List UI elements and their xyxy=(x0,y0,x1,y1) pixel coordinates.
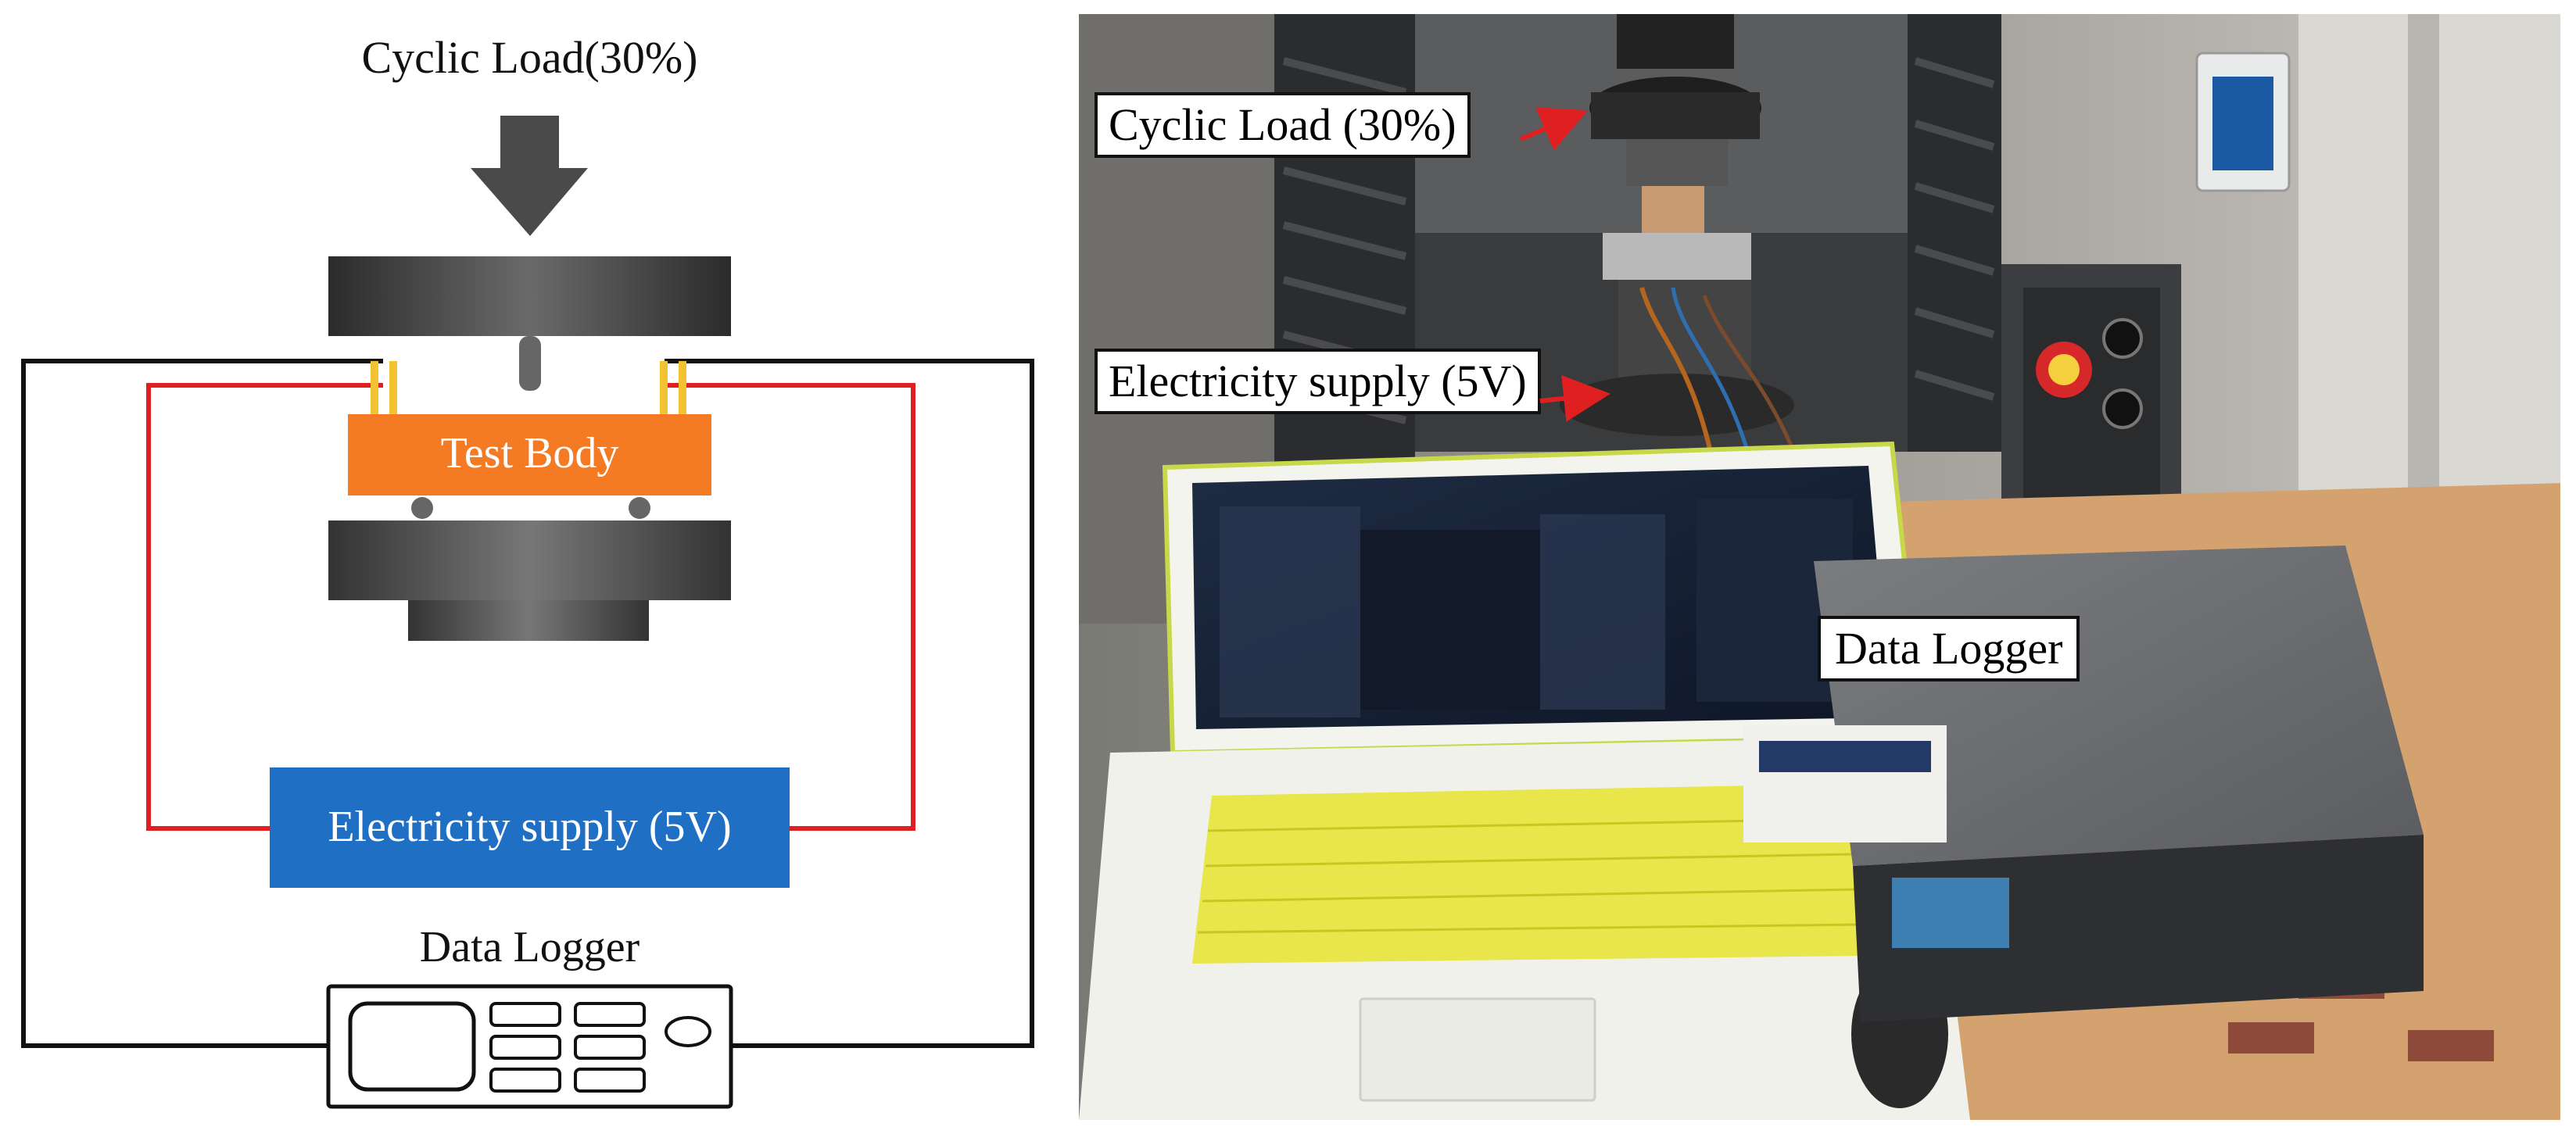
bottom-plate xyxy=(328,520,731,600)
load-label: Cyclic Load(30%) xyxy=(361,32,698,83)
logger-knob xyxy=(665,1016,711,1047)
electrode-right-a xyxy=(660,361,668,416)
supply-label: Electricity supply (5V) xyxy=(328,803,732,851)
electrode-left-a xyxy=(371,361,378,416)
supply-box xyxy=(270,767,790,888)
logger-btn-2 xyxy=(574,1002,646,1027)
logger-label: Data Logger xyxy=(419,923,640,971)
schematic-panel: Cyclic Load(30%) Test Body Electricity s… xyxy=(0,0,1048,1134)
roller-right xyxy=(629,497,650,519)
black-wire xyxy=(21,359,383,1048)
load-arrow xyxy=(471,116,588,236)
logger-btn-6 xyxy=(574,1068,646,1093)
test-body-box xyxy=(348,414,711,495)
schematic-drawing xyxy=(21,116,1034,1109)
logger-screen xyxy=(348,1001,476,1092)
red-wire-left xyxy=(146,383,383,831)
logger-btn-1 xyxy=(489,1002,561,1027)
base-plate xyxy=(408,600,649,641)
electrode-left-b xyxy=(389,361,397,416)
photo-panel: Cyclic Load (30%) Electricity supply (5V… xyxy=(1079,14,2560,1120)
roller-left xyxy=(411,497,433,519)
lab-photo xyxy=(1079,14,2560,1120)
photo-supply-callout: Electricity supply (5V) xyxy=(1095,349,1541,414)
logger-btn-3 xyxy=(489,1035,561,1060)
black-wire-right xyxy=(665,359,1034,1048)
photo-logger-callout: Data Logger xyxy=(1818,616,2080,681)
plunger xyxy=(519,336,541,391)
electrode-right-b xyxy=(679,361,686,416)
test-body-label: Test Body xyxy=(440,429,619,478)
logger-btn-5 xyxy=(489,1068,561,1093)
logger-btn-4 xyxy=(574,1035,646,1060)
photo-load-callout: Cyclic Load (30%) xyxy=(1095,92,1471,158)
red-wire-right xyxy=(665,383,915,831)
top-plate xyxy=(328,256,731,336)
touchpad xyxy=(1359,997,1596,1102)
